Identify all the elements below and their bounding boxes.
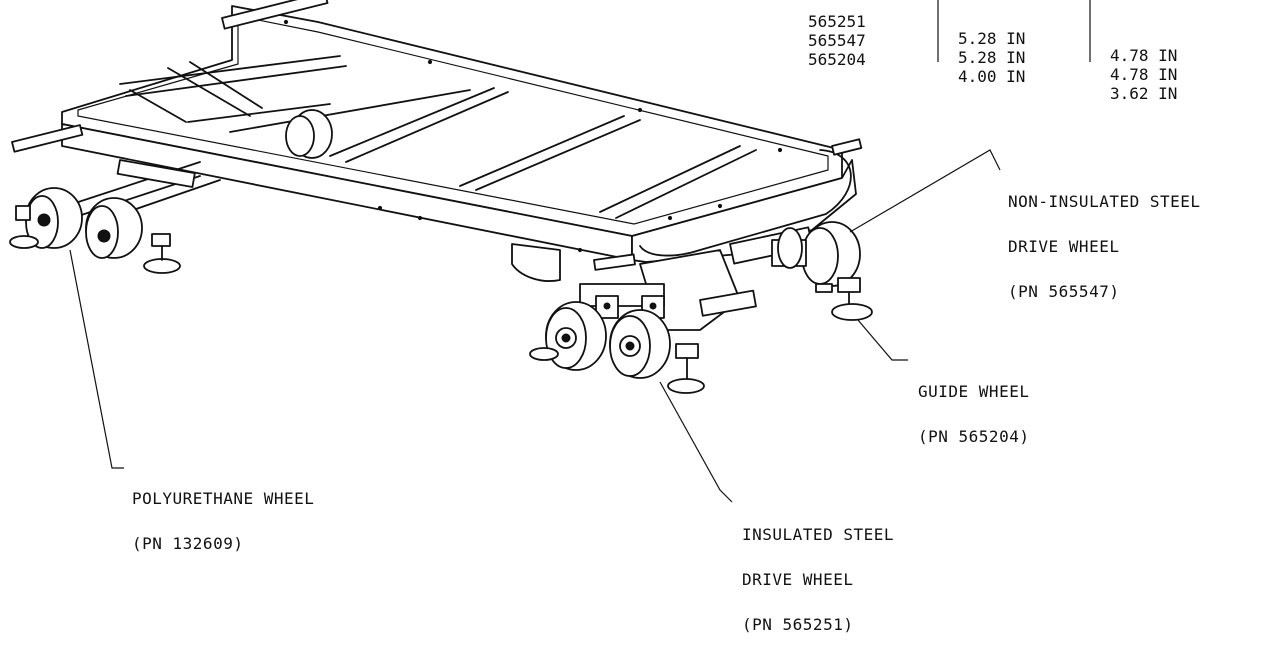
callout-line: DRIVE WHEEL xyxy=(1008,237,1120,256)
part-number: 565547 xyxy=(808,31,866,50)
callout-polyurethane-wheel: POLYURETHANE WHEEL (PN 132609) xyxy=(132,461,314,566)
dimension-1: 4.00 IN xyxy=(958,67,1026,86)
dimension-2: 4.78 IN xyxy=(1110,46,1178,65)
dimension-1: 5.28 IN xyxy=(958,29,1026,48)
interior-wheel xyxy=(285,109,333,159)
dimension-1: 5.28 IN xyxy=(958,48,1026,67)
callout-line: GUIDE WHEEL xyxy=(918,382,1030,401)
callout-line: INSULATED STEEL xyxy=(742,525,894,544)
callout-line: DRIVE WHEEL xyxy=(742,570,854,589)
callout-line: (PN 565251) xyxy=(742,615,854,634)
callout-line: (PN 565204) xyxy=(918,427,1030,446)
leader-lines xyxy=(69,149,1001,503)
dimension-2: 4.78 IN xyxy=(1110,65,1178,84)
wheel-table-row: 565204 4.00 IN 3.62 IN xyxy=(808,34,1248,119)
cart-frame xyxy=(61,5,857,263)
callout-line: (PN 565547) xyxy=(1008,282,1120,301)
table-dividers xyxy=(937,0,1091,62)
wheel-table-row: 565251 5.28 IN 4.78 IN xyxy=(808,0,1248,81)
part-number: 565204 xyxy=(808,50,866,69)
right-wheel-group xyxy=(511,221,873,394)
callout-insulated-drive-wheel: INSULATED STEEL DRIVE WHEEL (PN 565251) xyxy=(742,497,894,647)
wheel-table: 565251 5.28 IN 4.78 IN 565547 5.28 IN 4.… xyxy=(808,0,1177,102)
part-number: 565251 xyxy=(808,12,866,31)
callout-line: POLYURETHANE WHEEL xyxy=(132,489,315,508)
cart-assembly-drawing xyxy=(9,0,1091,503)
wheel-table-row: 565547 5.28 IN 4.78 IN xyxy=(808,15,1248,100)
left-wheel-group xyxy=(9,159,221,274)
dimension-2: 3.62 IN xyxy=(1110,84,1178,103)
axle-rods xyxy=(11,0,863,271)
callout-guide-wheel: GUIDE WHEEL (PN 565204) xyxy=(918,354,1029,459)
callout-line: (PN 132609) xyxy=(132,534,244,553)
callout-line: NON-INSULATED STEEL xyxy=(1008,192,1201,211)
callout-non-insulated-drive-wheel: NON-INSULATED STEEL DRIVE WHEEL (PN 5655… xyxy=(1008,164,1201,314)
